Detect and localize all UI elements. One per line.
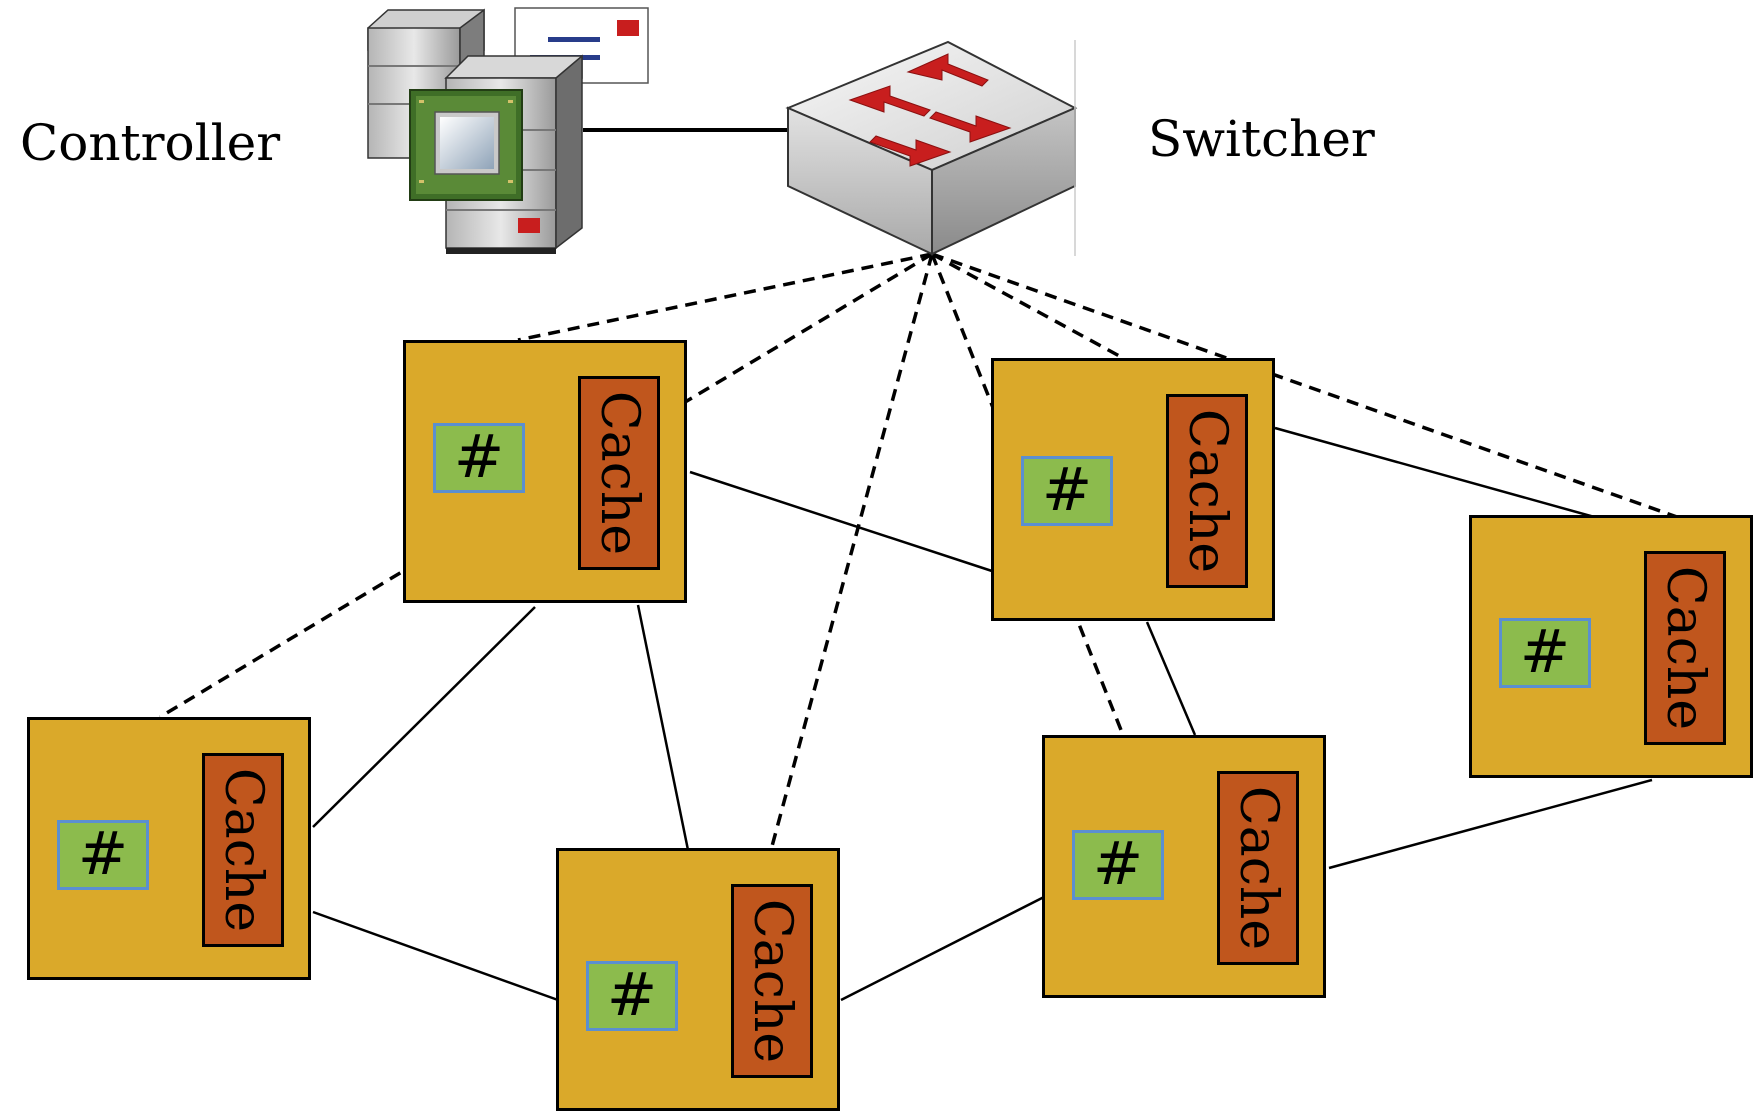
switch-link-n5 [769,253,934,851]
cache-label: Cache [213,767,273,933]
switch-link-n1 [517,252,933,342]
link-n2-n3 [1274,426,1599,520]
cache-label: Cache [1655,565,1715,731]
cache-node-4: # Cache [27,717,311,980]
link-n5-n6 [840,895,1045,1002]
cache-box: Cache [578,376,660,570]
cache-label: Cache [1228,785,1288,951]
hash-box: # [586,961,678,1031]
cache-box: Cache [202,753,284,947]
cache-node-2: # Cache [991,358,1275,621]
cache-node-6: # Cache [1042,735,1326,998]
network-switch-icon [785,40,1078,256]
cache-box: Cache [1217,771,1299,965]
link-n1-n4 [312,606,536,828]
cache-label: Cache [742,898,802,1064]
cache-box: Cache [1166,394,1248,588]
switch-link-n3 [931,252,1681,520]
link-n2-n6 [1145,621,1197,736]
link-n3-n6 [1328,778,1653,870]
link-n1-n2 [689,470,996,574]
cpu-chip-icon [409,89,523,201]
cache-box: Cache [1644,551,1726,745]
link-n1-n5 [636,604,690,851]
controller-label: Controller [20,114,281,172]
cache-label: Cache [589,390,649,556]
controller-server-icon [367,7,649,254]
switch-links [159,252,1681,851]
hash-box: # [1072,830,1164,900]
switch-link-n6 [930,253,1125,736]
hash-box: # [433,423,525,493]
cache-label: Cache [1177,408,1237,574]
hash-box: # [1499,618,1591,688]
cache-box: Cache [731,884,813,1078]
switch-arrows-icon [848,53,1012,167]
cache-node-1: # Cache [403,340,687,603]
mesh-links [312,426,1653,1002]
cache-node-5: # Cache [556,848,840,1111]
hash-box: # [57,820,149,890]
switch-link-n2 [931,252,1124,360]
hash-box: # [1021,456,1113,526]
cache-node-3: # Cache [1469,515,1753,778]
switcher-label: Switcher [1148,110,1375,168]
link-n4-n5 [312,910,559,1002]
